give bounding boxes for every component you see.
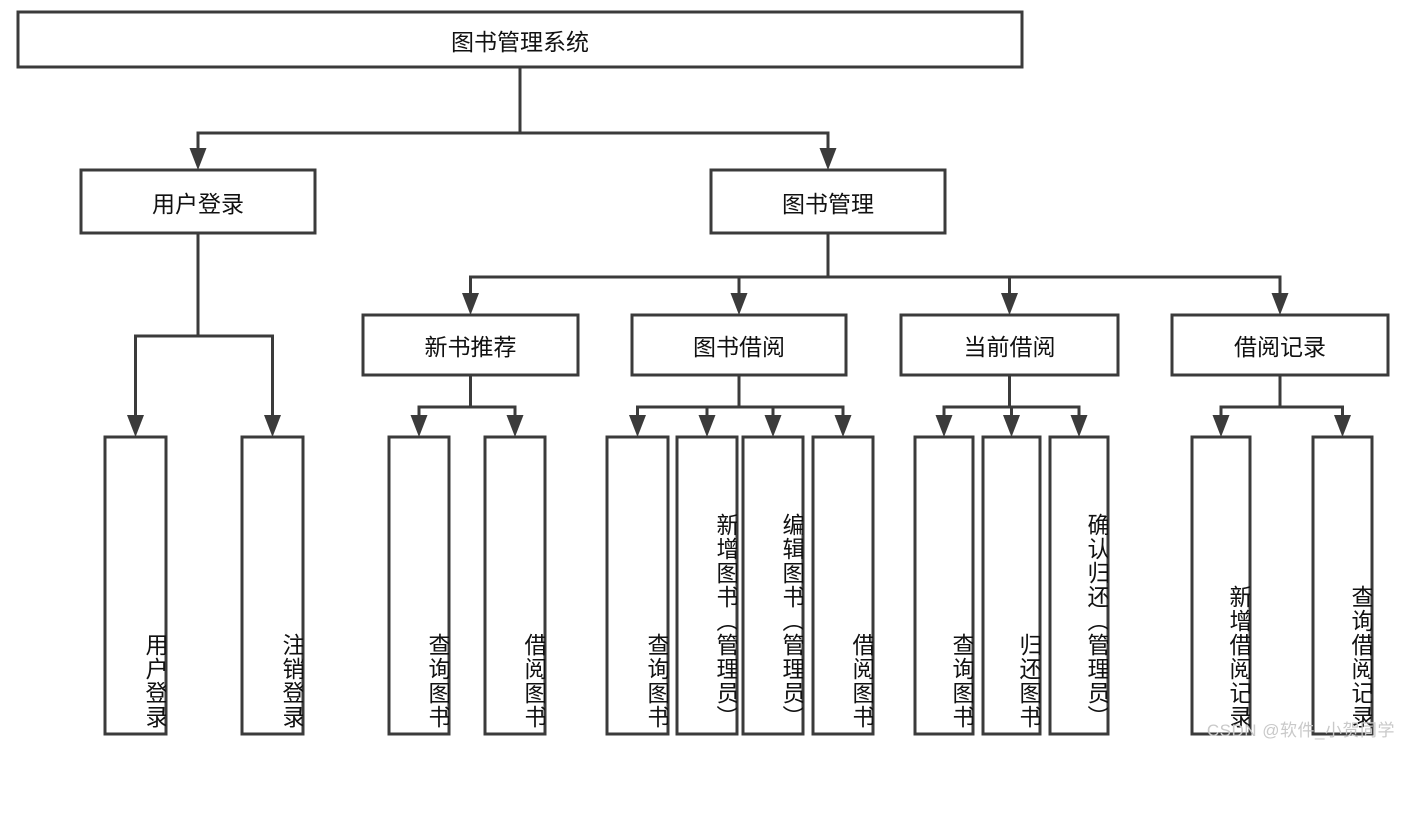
edge-arrowhead: [1334, 415, 1351, 437]
node-box-leaf-borrow-query-book[interactable]: [605, 435, 670, 736]
edge-arrowhead: [1271, 293, 1289, 315]
edge-arrowhead: [410, 415, 428, 437]
node-box-root[interactable]: [16, 10, 1024, 69]
edge-arrowhead: [764, 415, 782, 437]
edge-arrowhead: [506, 415, 524, 437]
node-box-leaf-cur-return-book[interactable]: [981, 435, 1042, 736]
node-box-leaf-user-logout[interactable]: [240, 435, 305, 736]
edge-arrowhead: [264, 415, 281, 437]
edges-layer: [127, 65, 1351, 437]
node-box-leaf-rec-borrow-book[interactable]: [483, 435, 547, 736]
edge-arrowhead: [462, 293, 479, 315]
edge-arrowhead: [819, 148, 837, 170]
edge-arrowhead: [1003, 415, 1020, 437]
node-box-leaf-rec-query-book[interactable]: [387, 435, 451, 736]
edge-arrowhead: [629, 415, 646, 437]
node-box-user-login[interactable]: [79, 168, 317, 235]
edge-arrowhead: [834, 415, 852, 437]
node-box-leaf-cur-confirm-return[interactable]: [1048, 435, 1110, 736]
edge-arrowhead: [189, 148, 207, 170]
diagram-canvas: 图书管理系统用户登录图书管理新书推荐图书借阅当前借阅借阅记录用户登录注销登录查询…: [16, 10, 1394, 740]
node-box-leaf-user-login[interactable]: [103, 435, 168, 736]
node-box-current-borrow[interactable]: [899, 313, 1120, 377]
node-box-leaf-rec-add-record[interactable]: [1190, 435, 1252, 736]
edge-arrowhead: [1001, 293, 1018, 315]
node-box-leaf-borrow-add-book[interactable]: [675, 435, 739, 736]
edge-arrowhead: [730, 293, 748, 315]
edge-arrowhead: [1070, 415, 1088, 437]
edge-arrowhead: [698, 415, 716, 437]
node-box-leaf-rec-query-record[interactable]: [1311, 435, 1374, 736]
node-box-leaf-borrow-borrow-book[interactable]: [811, 435, 875, 736]
node-box-leaf-cur-query-book[interactable]: [913, 435, 975, 736]
node-box-new-book-rec[interactable]: [361, 313, 580, 377]
edge-arrowhead: [127, 415, 144, 437]
node-box-book-borrow[interactable]: [630, 313, 848, 377]
node-box-borrow-record[interactable]: [1170, 313, 1390, 377]
edge-arrowhead: [1212, 415, 1230, 437]
edge-arrowhead: [935, 415, 953, 437]
tree-diagram-svg: [16, 10, 1390, 736]
node-box-leaf-borrow-edit-book[interactable]: [741, 435, 805, 736]
node-box-book-manage[interactable]: [709, 168, 947, 235]
boxes-layer: [16, 10, 1390, 736]
